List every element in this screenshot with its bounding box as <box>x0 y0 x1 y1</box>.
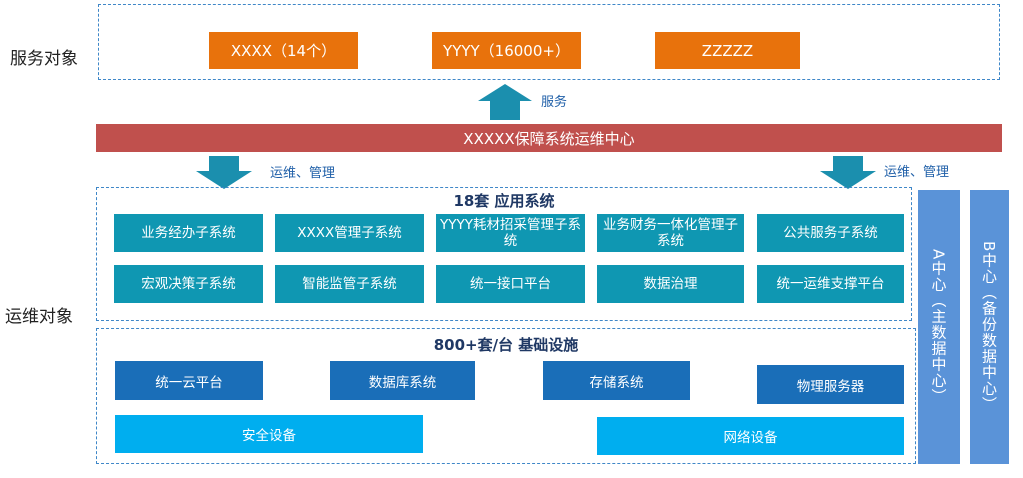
arrow-up-label: 服务 <box>541 95 568 110</box>
service-target-xxxx: XXXX（14个） <box>209 32 358 69</box>
infra-database: 数据库系统 <box>330 361 475 400</box>
app-macro-decision: 宏观决策子系统 <box>114 265 263 303</box>
service-target-yyyy: YYYY（16000+） <box>432 32 581 69</box>
arrow-down-right-label: 运维、管理 <box>884 165 950 180</box>
infra-title: 800+套/台 基础设施 <box>433 336 579 354</box>
data-center-b: B中心（备份数据中心） <box>970 190 1009 464</box>
app-data-governance: 数据治理 <box>597 265 744 303</box>
arrow-down-left-label: 运维、管理 <box>270 166 336 181</box>
data-center-a: A中心（主数据中心） <box>918 190 960 464</box>
app-unified-interface: 统一接口平台 <box>436 265 585 303</box>
infra-network-devices: 网络设备 <box>597 417 904 455</box>
app-business-handling: 业务经办子系统 <box>114 214 263 252</box>
apps-title: 18套 应用系统 <box>453 192 555 210</box>
app-yyyy-procurement: YYYY耗材招采管理子系统 <box>436 214 585 252</box>
service-objects-container <box>98 4 1000 80</box>
service-target-zzzzz: ZZZZZ <box>655 32 800 69</box>
infra-physical-server: 物理服务器 <box>757 365 904 404</box>
service-objects-label: 服务对象 <box>10 49 78 69</box>
data-center-a-label: A中心（主数据中心） <box>929 249 948 405</box>
app-business-finance: 业务财务一体化管理子系统 <box>597 214 744 252</box>
data-center-b-label: B中心（备份数据中心） <box>980 241 998 413</box>
infra-storage: 存储系统 <box>543 361 690 400</box>
infra-unified-cloud: 统一云平台 <box>115 361 263 400</box>
ops-center-bar: XXXXX保障系统运维中心 <box>96 124 1002 152</box>
app-public-service: 公共服务子系统 <box>757 214 904 252</box>
infra-container <box>96 328 916 464</box>
arrow-down-left-icon <box>196 156 252 189</box>
app-smart-supervision: 智能监管子系统 <box>275 265 424 303</box>
infra-security-devices: 安全设备 <box>115 415 423 453</box>
arrow-down-right-icon <box>820 156 876 189</box>
app-xxxx-management: XXXX管理子系统 <box>275 214 424 252</box>
arrow-up-icon <box>478 84 532 120</box>
ops-objects-label: 运维对象 <box>5 307 73 327</box>
app-ops-support: 统一运维支撑平台 <box>757 265 904 303</box>
apps-container <box>96 187 912 321</box>
